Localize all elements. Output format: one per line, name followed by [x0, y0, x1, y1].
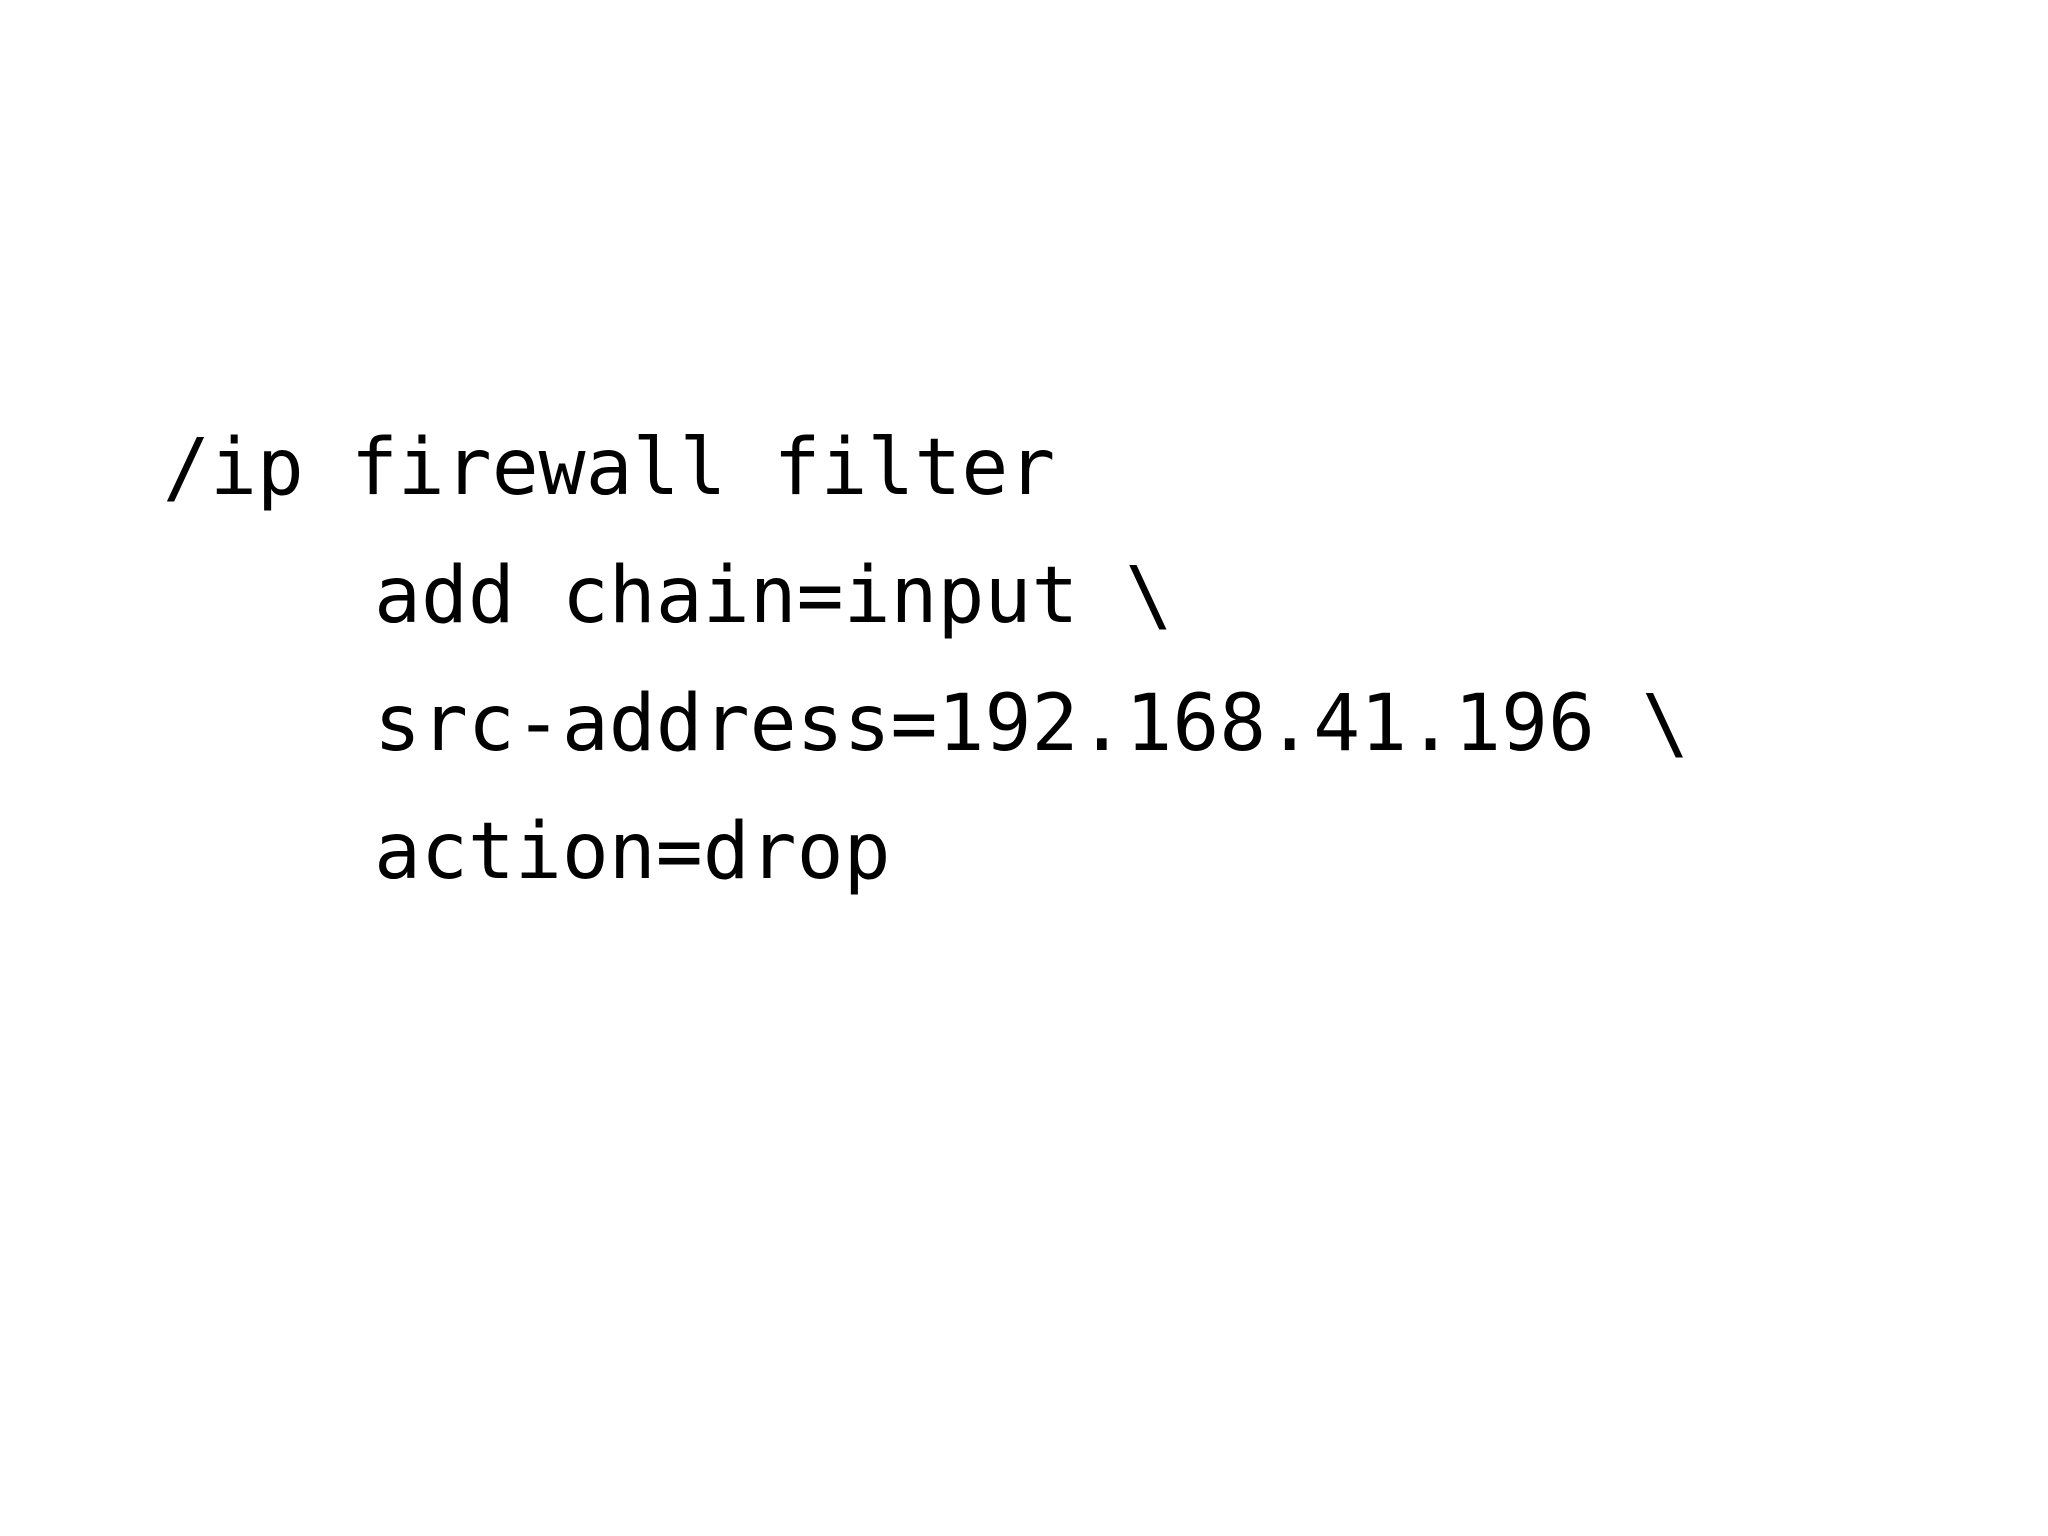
code-line-4: action=drop — [374, 807, 891, 897]
code-line-3: src-address=192.168.41.196 \ — [374, 679, 1689, 769]
code-line-2: add chain=input \ — [374, 551, 1173, 641]
code-block: /ip firewall filter add chain=input \ sr… — [163, 404, 1963, 916]
code-line-1: /ip firewall filter — [163, 423, 1056, 513]
